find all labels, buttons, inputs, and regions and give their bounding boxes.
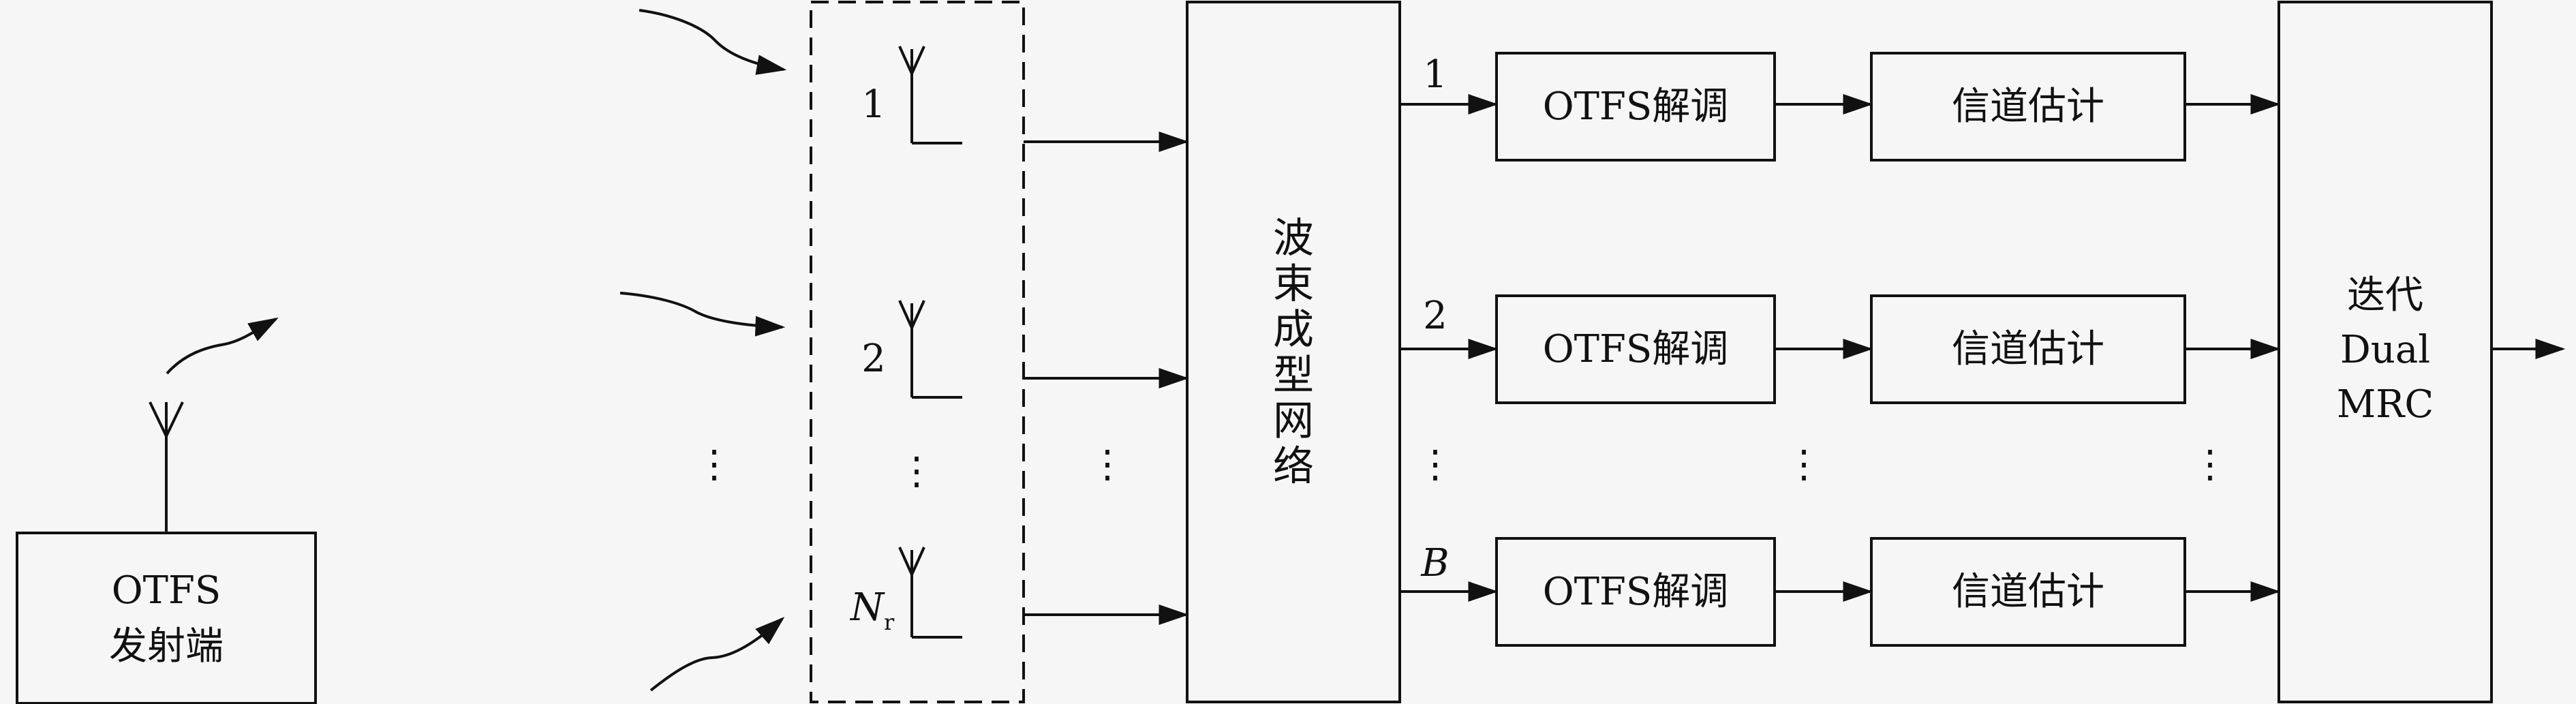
transmitter-label-line2: 发射端	[109, 624, 224, 669]
incoming-wave-arrow-2	[619, 292, 786, 337]
beamforming-char-4: 型	[1273, 352, 1314, 399]
branch-2: 2 OTFS解调 信道估计	[1400, 294, 2281, 404]
incoming-wave-arrow-1	[639, 9, 787, 75]
antenna-to-beamforming-arrows: ⋮	[1024, 132, 1189, 625]
antenna-label-nr-main: N	[849, 585, 885, 630]
transmitter-box	[16, 532, 317, 704]
antenna-label-nr: Nr	[849, 585, 895, 635]
rx-antenna-icon-nr	[898, 547, 962, 639]
dual-mrc-box	[2278, 1, 2493, 703]
transmitter-antenna-icon	[149, 401, 184, 533]
transmitter-label-line1: OTFS	[112, 568, 221, 613]
antenna-arrows-ellipsis: ⋮	[1088, 442, 1126, 487]
beamforming-network: 波 束 成 型 网 络	[1186, 1, 1401, 703]
dual-mrc-label-line3: MRC	[2337, 382, 2434, 427]
channel-est-label-b: 信道估计	[1952, 570, 2104, 614]
otfs-demod-box-1	[1495, 52, 1776, 162]
transmit-wave-arrow	[166, 317, 279, 375]
antenna-array-dashed-box	[810, 1, 1025, 703]
antenna-label-2: 2	[861, 337, 886, 381]
otfs-demod-label-2: OTFS解调	[1543, 327, 1728, 371]
branch-1: 1 OTFS解调 信道估计	[1400, 52, 2281, 162]
dual-mrc-label-line2: Dual	[2340, 328, 2430, 372]
channel-est-label-2: 信道估计	[1952, 327, 2104, 371]
branch-b: B OTFS解调 信道估计	[1400, 537, 2281, 647]
incoming-waves: ⋮	[619, 9, 787, 692]
receive-antenna-array: 1 2 ⋮ Nr	[810, 1, 1025, 703]
beamforming-box	[1186, 1, 1401, 703]
branch-ellipsis-2: ⋮	[1785, 442, 1823, 487]
rx-antenna-icon-1	[898, 46, 962, 144]
branch-ellipsis-3: ⋮	[2191, 442, 2229, 487]
branch-ellipsis-1: ⋮	[1416, 442, 1454, 487]
beamforming-char-3: 成	[1273, 306, 1314, 354]
branch-label-b: B	[1420, 541, 1449, 585]
beamforming-char-6: 络	[1273, 443, 1314, 491]
incoming-wave-arrow-3	[649, 617, 785, 692]
channel-est-label-1: 信道估计	[1952, 85, 2104, 129]
otfs-demod-label-1: OTFS解调	[1543, 85, 1728, 129]
channel-est-box-1	[1870, 52, 2186, 162]
dual-mrc-combiner: 迭代 Dual MRC	[2278, 1, 2566, 703]
beamforming-char-5: 网	[1273, 397, 1314, 445]
beamforming-char-1: 波	[1273, 215, 1314, 262]
rx-antenna-icon-2	[898, 300, 962, 399]
antenna-label-nr-sub: r	[884, 609, 895, 635]
waves-ellipsis: ⋮	[695, 442, 733, 487]
beamforming-char-2: 束	[1273, 260, 1314, 308]
branch-label-1: 1	[1423, 52, 1447, 97]
antenna-label-1: 1	[861, 82, 886, 127]
otfs-demod-label-b: OTFS解调	[1543, 570, 1728, 614]
branch-label-2: 2	[1423, 294, 1447, 338]
dual-mrc-label-line1: 迭代	[2347, 273, 2423, 318]
branch-ellipses: ⋮ ⋮ ⋮	[1416, 442, 2229, 487]
antenna-ellipsis: ⋮	[898, 449, 936, 493]
transmitter: OTFS 发射端	[16, 317, 317, 704]
